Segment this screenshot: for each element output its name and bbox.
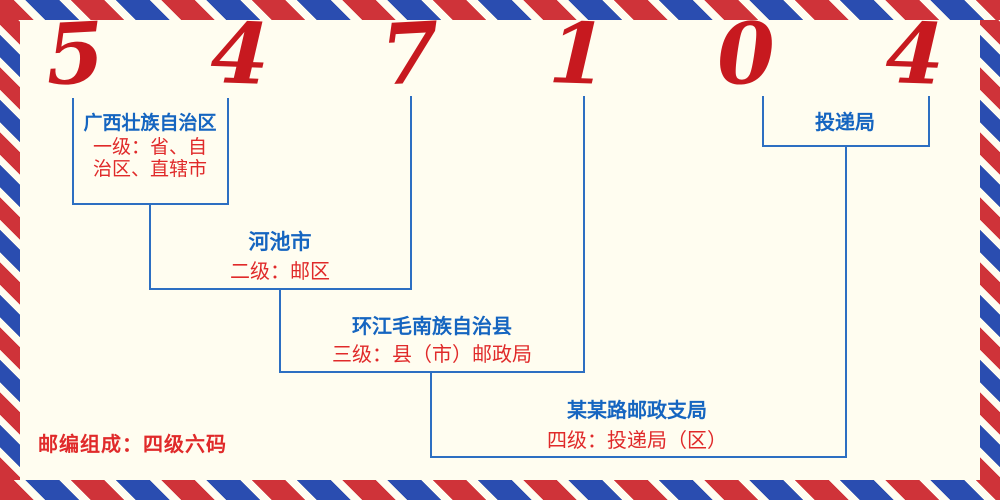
level-1-region-name: 广西壮族自治区 [83, 112, 217, 134]
airmail-border-bottom [0, 480, 1000, 500]
postal-digit-2: 4 [209, 3, 271, 104]
postal-digit-1: 5 [43, 2, 107, 105]
connector-digit4-drop [583, 96, 585, 373]
level-1-desc-line1: 一级：省、自 [92, 136, 207, 158]
postal-digit-5: 0 [714, 2, 778, 105]
postal-digit-6: 4 [884, 3, 946, 104]
level-4-description: 四级：投递局（区） [547, 428, 727, 452]
postal-digit-4: 1 [547, 3, 609, 104]
level-3-region-name: 环江毛南族自治县 [352, 314, 512, 338]
connector-level4-underline [430, 456, 847, 458]
level-1-description: 一级：省、自治区、直辖市 [90, 136, 210, 180]
connector-delivery-underline [762, 145, 930, 147]
airmail-border-left [0, 20, 20, 480]
connector-level3-underline [279, 371, 585, 373]
connector-digit2-drop [227, 98, 229, 205]
level-2-description: 二级：邮区 [230, 259, 330, 283]
level-2-region-name: 河池市 [248, 230, 312, 254]
connector-digit5-drop [762, 96, 764, 147]
connector-digit6-drop [928, 96, 930, 147]
footer-note: 邮编组成：四级六码 [38, 432, 227, 456]
connector-digit3-drop [410, 96, 412, 290]
postal-digit-3: 7 [378, 2, 442, 105]
level-3-description: 三级：县（市）邮政局 [332, 342, 532, 366]
connector-step-level3-level4 [430, 371, 432, 458]
level-4-region-name: 某某路邮政支局 [567, 398, 707, 422]
level-1-desc-line2: 治区、直辖市 [92, 158, 207, 180]
connector-step-level1-level2 [149, 203, 151, 290]
airmail-border-right [980, 20, 1000, 480]
connector-step-level2-level3 [279, 288, 281, 373]
delivery-office-label: 投递局 [815, 110, 875, 134]
connector-digit1-drop [72, 98, 74, 205]
connector-delivery-riser [845, 145, 847, 458]
airmail-border-top [0, 0, 1000, 20]
